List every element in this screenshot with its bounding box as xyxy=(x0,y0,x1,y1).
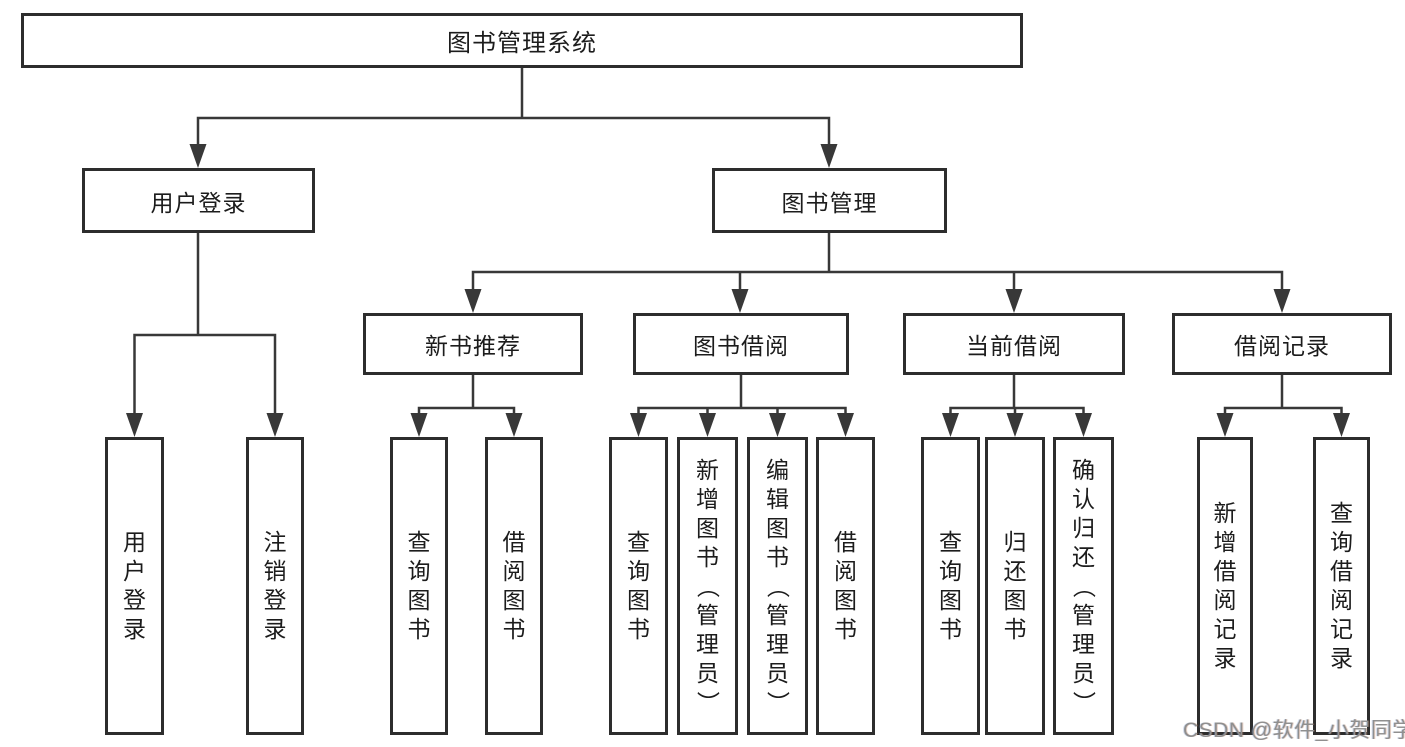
node-user-login: 用户登录 xyxy=(82,168,315,233)
connector-new-book-recommend-to-leaves xyxy=(417,373,516,418)
node-book-borrow: 图书借阅 xyxy=(633,313,849,375)
node-label: 图书管理系统 xyxy=(447,30,597,57)
node-label: 查询图书 xyxy=(939,529,962,642)
node-label: 归还图书 xyxy=(1003,529,1027,642)
arrowheads xyxy=(126,144,1350,437)
node-borrow-record: 借阅记录 xyxy=(1172,313,1392,375)
connector-user-login-to-leaves xyxy=(133,231,277,418)
node-label: 当前借阅 xyxy=(966,333,1062,359)
node-book-management: 图书管理 xyxy=(712,168,947,233)
node-label: 新书推荐 xyxy=(425,333,521,359)
node-label: 注销登录 xyxy=(263,529,287,642)
node-label: 查询图书 xyxy=(627,529,650,642)
connector-borrow-record-to-leaves xyxy=(1223,373,1343,418)
connector-current-borrow-to-leaves xyxy=(949,373,1085,418)
node-label: 借阅记录 xyxy=(1234,333,1330,359)
connector-book-borrow-to-leaves xyxy=(637,373,847,418)
node-leaf-edit-books-admin: 编辑图书（管理员） xyxy=(747,437,808,735)
node-leaf-query-borrow-record: 查询借阅记录 xyxy=(1313,437,1370,735)
node-label: 查询借阅记录 xyxy=(1330,500,1353,671)
node-label: 新增借阅记录 xyxy=(1213,500,1237,671)
node-system-root: 图书管理系统 xyxy=(21,13,1023,68)
node-leaf-confirm-return-admin: 确认归还（管理员） xyxy=(1053,437,1114,735)
node-label: 借阅图书 xyxy=(834,529,857,642)
connector-root-to-level2 xyxy=(196,66,831,149)
node-label: 图书借阅 xyxy=(693,333,789,359)
node-label: 借阅图书 xyxy=(502,529,526,642)
watermark: CSDN @软件_小贺同学 xyxy=(1183,719,1405,742)
node-leaf-query-books-1: 查询图书 xyxy=(390,437,448,735)
connector-book-management-to-level3 xyxy=(471,231,1284,294)
node-new-book-recommend: 新书推荐 xyxy=(363,313,583,375)
node-label: 用户登录 xyxy=(123,529,146,642)
node-label: 用户登录 xyxy=(150,189,247,216)
node-label: 确认归还（管理员） xyxy=(1071,456,1097,714)
node-leaf-borrow-books-1: 借阅图书 xyxy=(485,437,543,735)
node-label: 图书管理 xyxy=(781,189,878,216)
node-current-borrow: 当前借阅 xyxy=(903,313,1125,375)
node-label: 查询图书 xyxy=(407,529,431,642)
node-leaf-query-books-2: 查询图书 xyxy=(609,437,668,735)
node-leaf-add-books-admin: 新增图书（管理员） xyxy=(677,437,738,735)
node-leaf-add-borrow-record: 新增借阅记录 xyxy=(1197,437,1253,735)
node-leaf-logout: 注销登录 xyxy=(246,437,304,735)
node-leaf-user-login: 用户登录 xyxy=(105,437,164,735)
node-leaf-query-books-3: 查询图书 xyxy=(921,437,980,735)
node-leaf-borrow-books-2: 借阅图书 xyxy=(816,437,875,735)
node-label: 编辑图书（管理员） xyxy=(765,456,791,714)
node-label: 新增图书（管理员） xyxy=(695,456,721,714)
node-leaf-return-books: 归还图书 xyxy=(985,437,1045,735)
